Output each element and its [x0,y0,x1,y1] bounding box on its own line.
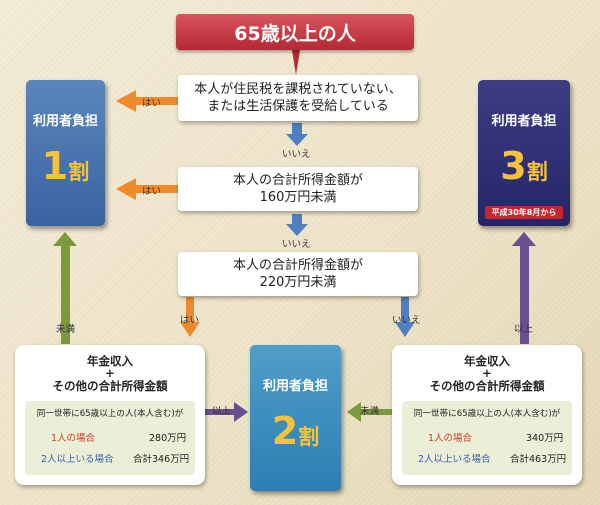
condition-text: 220万円未満 [259,275,337,290]
start-date-badge: 平成30年8月から [485,206,563,219]
label-no-q1: いいえ [282,149,311,160]
condition-box-160: 本人の合計所得金額が 160万円未満 [178,167,418,211]
ratio-suffix: 割 [526,160,548,184]
label-yes-q1: はい [142,98,162,109]
arrow-over-to-2 [205,402,248,422]
arrow-yes-q3 [180,297,200,337]
condition-text: 160万円未満 [259,190,337,205]
label-no-q3: いいえ [392,315,421,326]
threshold-key: 1人の場合 [428,433,473,444]
label-over-right: 以上 [514,324,534,335]
arrow-no-q1 [286,123,308,146]
ratio-suffix: 割 [68,160,90,184]
arrow-no-q3 [395,297,415,337]
arrow-under [53,232,77,344]
household-condition: 同一世帯に65歳以上の人(本人含む)が [36,409,184,419]
threshold-value: 340万円 [526,433,564,444]
panel-heading-pension: 年金収入 [464,354,510,368]
condition-box-tax: 本人が住民税を課税されていない、 または生活保護を受給している [178,75,418,121]
ratio-box-1: 利用者負担 1割 [26,80,105,226]
panel-plus: + [105,366,115,380]
condition-text: 本人の合計所得金額が [232,173,363,188]
ratio-heading: 利用者負担 [491,114,557,129]
ratio-number: 3 [500,144,527,188]
panel-heading-other: その他の合計所得金額 [52,379,168,393]
label-under-mid: 未満 [360,406,380,417]
threshold-value: 合計463万円 [510,454,567,465]
income-panel-right: 年金収入 + その他の合計所得金額 同一世帯に65歳以上の人(本人含む)が 1人… [392,345,582,485]
title-pointer [292,50,300,75]
threshold-key: 2人以上いる場合 [41,454,114,465]
ratio-heading: 利用者負担 [262,379,328,394]
label-yes-q3: はい [180,315,200,326]
condition-text: 本人が住民税を課税されていない、 [194,82,402,97]
ratio-value: 3割 [478,144,570,188]
label-yes-q2: はい [142,186,162,197]
label-under-left: 未満 [56,324,76,335]
panel-threshold-box: 同一世帯に65歳以上の人(本人含む)が 1人の場合 280万円 2人以上いる場合… [25,401,195,475]
panel-plus: + [482,366,492,380]
ratio-box-3: 利用者負担 3割 平成30年8月から [478,80,570,226]
threshold-key: 1人の場合 [51,433,96,444]
condition-box-220: 本人の合計所得金額が 220万円未満 [178,252,418,296]
income-panel-left: 年金収入 + その他の合計所得金額 同一世帯に65歳以上の人(本人含む)が 1人… [15,345,205,485]
label-no-q2: いいえ [282,239,311,250]
panel-threshold-box: 同一世帯に65歳以上の人(本人含む)が 1人の場合 340万円 2人以上いる場合… [402,401,572,475]
panel-heading-pension: 年金収入 [87,354,133,368]
title-text: 65歳以上の人 [234,22,356,45]
ratio-box-2: 利用者負担 2割 [250,345,341,491]
condition-text: または生活保護を受給している [207,99,389,114]
ratio-suffix: 割 [298,425,320,449]
arrow-yes-q1 [116,90,178,112]
ratio-value: 1割 [26,144,105,188]
threshold-value: 合計346万円 [133,454,190,465]
threshold-key: 2人以上いる場合 [418,454,491,465]
arrow-under-to-2 [347,402,392,422]
ratio-number: 2 [271,409,299,453]
ratio-heading: 利用者負担 [32,114,98,129]
arrow-over [512,232,536,344]
arrow-yes-q2 [116,178,178,200]
threshold-value: 280万円 [149,433,187,444]
condition-text: 本人の合計所得金額が [232,258,363,273]
panel-heading-other: その他の合計所得金額 [429,379,545,393]
arrow-no-q2 [286,214,308,236]
ratio-number: 1 [41,144,69,188]
title-box: 65歳以上の人 [176,14,414,50]
label-over-mid: 以上 [212,406,232,417]
household-condition: 同一世帯に65歳以上の人(本人含む)が [413,409,561,419]
ratio-value: 2割 [250,409,341,453]
